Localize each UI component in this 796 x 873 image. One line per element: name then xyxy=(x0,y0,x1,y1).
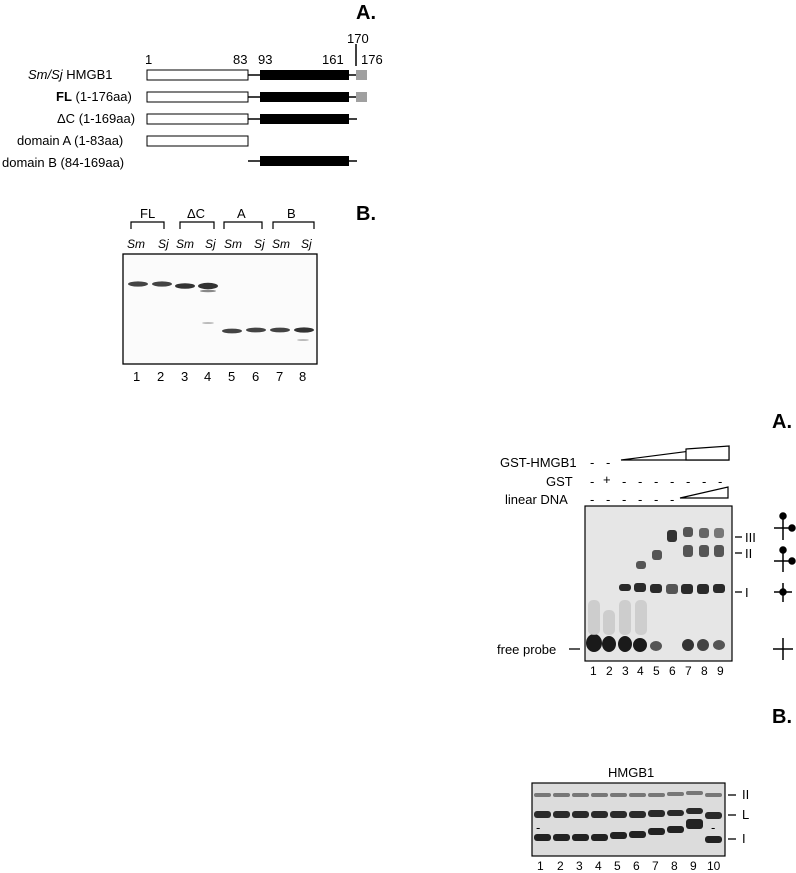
lane-number: 1 xyxy=(537,859,544,873)
lane-number: 3 xyxy=(576,859,583,873)
species-label: Sm xyxy=(127,237,145,251)
hmgb1-title: HMGB1 xyxy=(608,765,654,780)
mark: - xyxy=(654,492,658,507)
mark: - xyxy=(718,474,722,489)
complex-label: II xyxy=(745,546,752,561)
agarose-gel xyxy=(532,783,725,856)
group-label: B xyxy=(287,206,296,221)
species-label: Sm xyxy=(224,237,242,251)
group-label: FL xyxy=(140,206,155,221)
lane-number: 7 xyxy=(276,369,283,384)
row-label-gst: GST xyxy=(546,474,573,489)
construct-bar-hmgb1 xyxy=(147,70,367,80)
mark: - xyxy=(711,820,715,835)
lane-number: 4 xyxy=(595,859,602,873)
mark: - xyxy=(638,474,642,489)
lane-number: 3 xyxy=(622,664,629,678)
emsa-gel xyxy=(585,506,732,661)
complex-label: III xyxy=(745,530,756,545)
band-label: I xyxy=(742,831,746,846)
lane-number: 3 xyxy=(181,369,188,384)
fig2-panel-a-letter: A. xyxy=(772,411,792,434)
mark: - xyxy=(702,474,706,489)
group-label: A xyxy=(237,206,246,221)
mark: - xyxy=(654,474,658,489)
lane-number: 2 xyxy=(557,859,564,873)
species-label: Sm xyxy=(176,237,194,251)
lane-number: 5 xyxy=(228,369,235,384)
lane-number: 7 xyxy=(652,859,659,873)
lane-number: 9 xyxy=(717,664,724,678)
mark: - xyxy=(670,474,674,489)
lane-number: 4 xyxy=(637,664,644,678)
species-label: Sj xyxy=(301,237,312,251)
mark: - xyxy=(536,820,540,835)
band-label: L xyxy=(742,807,749,822)
mark: - xyxy=(590,492,594,507)
construct-bar-fl xyxy=(147,92,367,102)
mark: - xyxy=(622,492,626,507)
lane-number: 5 xyxy=(614,859,621,873)
lane-number: 1 xyxy=(133,369,140,384)
mark: - xyxy=(686,474,690,489)
fig1-gel-brackets xyxy=(131,222,314,229)
construct-bar-domain-a xyxy=(147,136,248,146)
mark: - xyxy=(590,455,594,470)
lane-number: 9 xyxy=(690,859,697,873)
lane-number: 5 xyxy=(653,664,660,678)
row-label-gst-hmgb1: GST-HMGB1 xyxy=(500,455,577,470)
fig1-panel-b-letter: B. xyxy=(356,203,376,226)
row-label-linear-dna: linear DNA xyxy=(505,492,568,507)
mark: - xyxy=(622,474,626,489)
dna-schematic-icons xyxy=(773,513,795,660)
species-label: Sj xyxy=(205,237,216,251)
lane-number: 6 xyxy=(669,664,676,678)
lane-number: 1 xyxy=(590,664,597,678)
complex-label: I xyxy=(745,585,749,600)
mark: - xyxy=(670,492,674,507)
construct-bar-domain-b xyxy=(248,156,357,166)
lane-number: 4 xyxy=(204,369,211,384)
gst-hmgb1-wedge xyxy=(621,446,729,460)
mark: + xyxy=(603,472,611,487)
mark: - xyxy=(606,492,610,507)
mark: - xyxy=(606,455,610,470)
mark: - xyxy=(590,474,594,489)
band-ticks xyxy=(728,795,736,839)
free-probe-label: free probe xyxy=(497,642,556,657)
lane-number: 6 xyxy=(633,859,640,873)
species-label: Sm xyxy=(272,237,290,251)
lane-number: 8 xyxy=(671,859,678,873)
lane-number: 2 xyxy=(157,369,164,384)
fig1-gel xyxy=(123,254,317,364)
species-label: Sj xyxy=(254,237,265,251)
lane-number: 6 xyxy=(252,369,259,384)
band-label: II xyxy=(742,787,749,802)
lane-number: 2 xyxy=(606,664,613,678)
lane-number: 7 xyxy=(685,664,692,678)
lane-number: 10 xyxy=(707,859,720,873)
group-label: ΔC xyxy=(187,206,205,221)
species-label: Sj xyxy=(158,237,169,251)
fig2-panel-b-letter: B. xyxy=(772,706,792,729)
construct-bar-dc xyxy=(147,114,357,124)
lane-number: 8 xyxy=(701,664,708,678)
lane-number: 8 xyxy=(299,369,306,384)
mark: - xyxy=(638,492,642,507)
